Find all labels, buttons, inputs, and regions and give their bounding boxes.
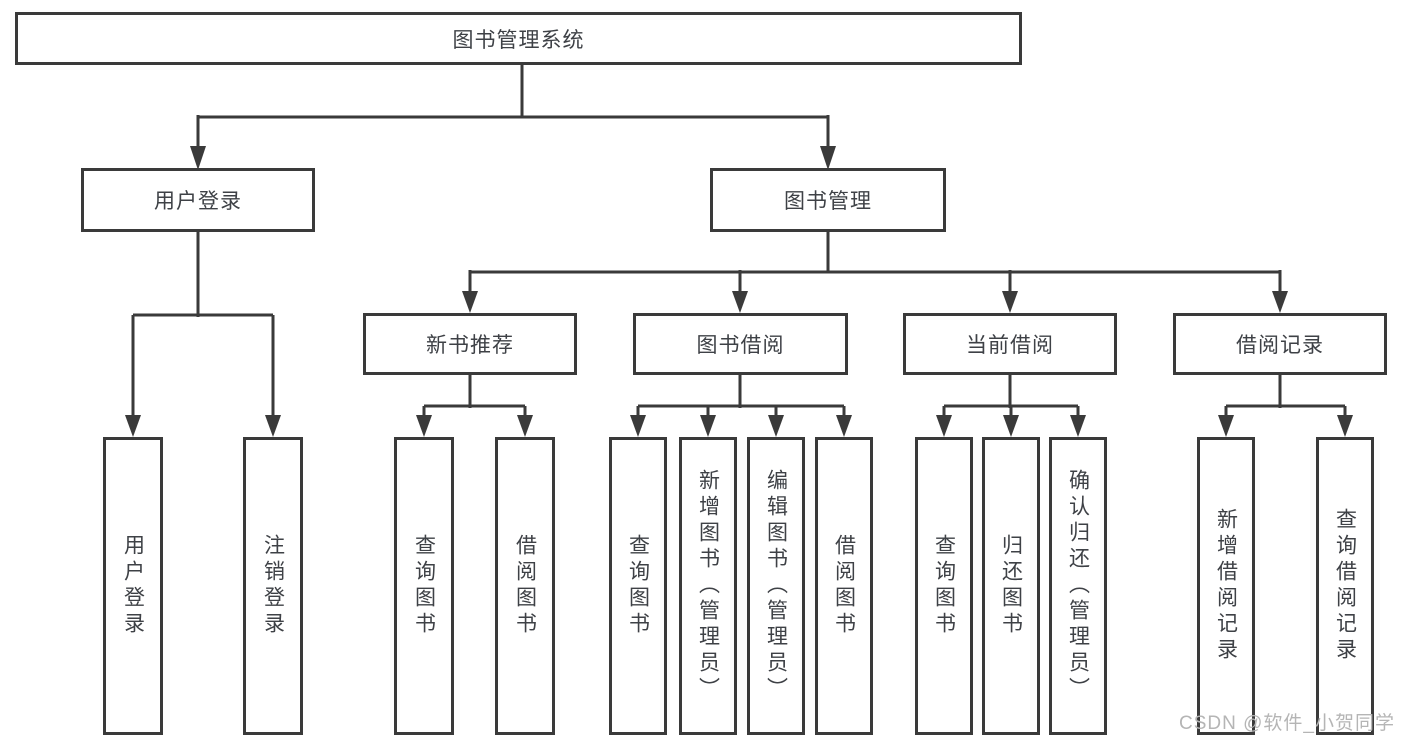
- node-borrow-records: 借阅记录: [1173, 313, 1387, 375]
- leaf-add-borrow-record: 新增借阅记录: [1197, 437, 1255, 735]
- leaf-borrow-book-2: 借阅图书: [815, 437, 873, 735]
- node-book-manage: 图书管理: [710, 168, 946, 232]
- leaf-query-book-1: 查询图书: [394, 437, 454, 735]
- node-root: 图书管理系统: [15, 12, 1022, 65]
- connector-user-login-to-leaves: [125, 232, 281, 437]
- leaf-query-borrow-record: 查询借阅记录: [1316, 437, 1374, 735]
- node-new-book-recommend: 新书推荐: [363, 313, 577, 375]
- watermark-text: CSDN @软件_小贺同学: [1179, 713, 1395, 734]
- connector-book-manage-to-groups: [462, 232, 1288, 313]
- leaf-confirm-return-admin: 确认归还（管理员）: [1049, 437, 1107, 735]
- leaf-edit-book-admin: 编辑图书（管理员）: [747, 437, 805, 735]
- node-user-login: 用户登录: [81, 168, 315, 232]
- node-current-borrow: 当前借阅: [903, 313, 1117, 375]
- leaf-add-book-admin: 新增图书（管理员）: [679, 437, 737, 735]
- leaf-query-book-2: 查询图书: [609, 437, 667, 735]
- connector-borrow-to-leaves: [630, 375, 852, 437]
- connector-root-to-level2: [190, 65, 836, 170]
- leaf-logout: 注销登录: [243, 437, 303, 735]
- leaf-query-book-3: 查询图书: [915, 437, 973, 735]
- connector-current-to-leaves: [936, 375, 1086, 437]
- leaf-return-book: 归还图书: [982, 437, 1040, 735]
- leaf-user-login: 用户登录: [103, 437, 163, 735]
- leaf-borrow-book-1: 借阅图书: [495, 437, 555, 735]
- connector-records-to-leaves: [1218, 375, 1353, 437]
- connector-recommend-to-leaves: [416, 375, 533, 437]
- node-book-borrow: 图书借阅: [633, 313, 848, 375]
